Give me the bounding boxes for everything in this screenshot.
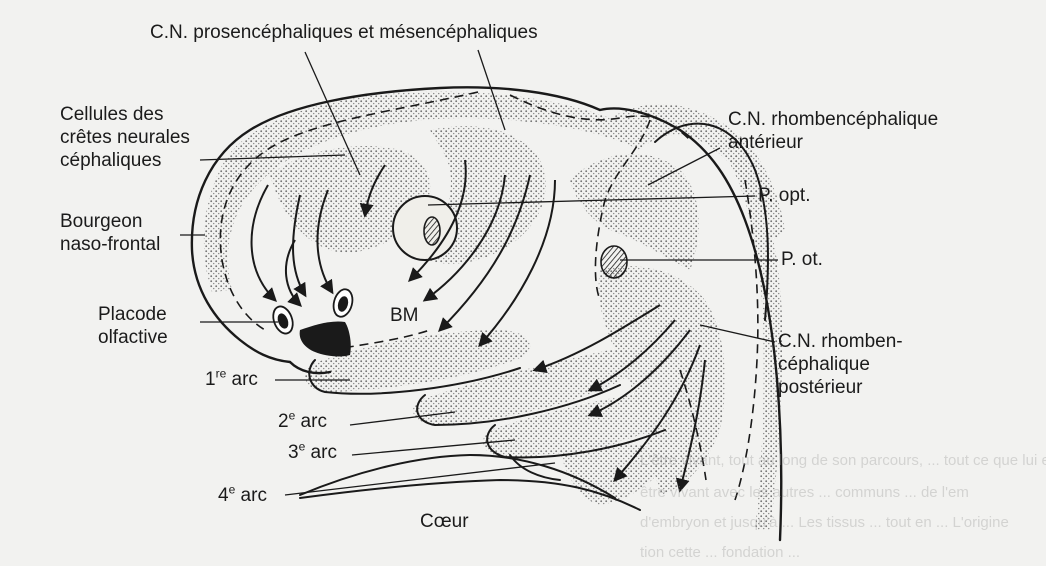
bleed-through-line-3: d'embryon et jusqu'à ... Les tissus ... … [640, 514, 1009, 531]
label-bm: BM [390, 304, 419, 327]
bleed-through-line-1: L'être vivant, tout au long de son parco… [640, 452, 1046, 469]
oral-membrane [300, 322, 351, 357]
leader-arc4 [285, 463, 555, 495]
stipple-rhomb-anterior [570, 154, 699, 270]
arc-4-word: arc [235, 485, 267, 506]
arc-2-word: arc [295, 411, 327, 432]
arrow-naso-1 [252, 185, 275, 300]
label-cn-rhomb-ant-line-2: antérieur [728, 131, 938, 154]
label-placode-line-1: Placode [98, 303, 168, 326]
optic-inner-lens [424, 217, 440, 245]
label-bourgeon: Bourgeon naso-frontal [60, 210, 160, 256]
label-cn-rhomb-post: C.N. rhomben- céphalique postérieur [778, 330, 903, 399]
label-p-ot: P. ot. [781, 248, 823, 271]
label-cellules: Cellules des crêtes neurales céphaliques [60, 103, 190, 172]
arc-3-number: 3 [288, 442, 299, 463]
optic-placode [393, 196, 457, 260]
label-arc-1: 1re arc [205, 368, 258, 391]
label-bourgeon-line-2: naso-frontal [60, 233, 160, 256]
otic-placode [601, 246, 627, 278]
label-cn-rhomb-post-line-1: C.N. rhomben- [778, 330, 903, 353]
label-placode-line-2: olfactive [98, 326, 168, 349]
label-bourgeon-line-1: Bourgeon [60, 210, 160, 233]
label-cn-rhomb-post-line-2: céphalique [778, 353, 903, 376]
arc-2-number: 2 [278, 411, 289, 432]
label-cn-pros-mes: C.N. prosencéphaliques et mésencéphaliqu… [150, 21, 538, 44]
label-arc-4: 4e arc [218, 484, 267, 507]
label-cn-rhomb-ant-line-1: C.N. rhombencéphalique [728, 108, 938, 131]
label-coeur: Cœur [420, 510, 469, 533]
label-cellules-line-3: céphaliques [60, 149, 190, 172]
bleed-through-line-4: tion cette ... fondation ... [640, 544, 800, 561]
arc-1-superscript: re [216, 367, 227, 381]
label-cn-rhomb-post-line-3: postérieur [778, 376, 903, 399]
label-cellules-line-2: crêtes neurales [60, 126, 190, 149]
label-arc-2: 2e arc [278, 410, 327, 433]
arc-1-word: arc [226, 369, 258, 390]
arc-1-number: 1 [205, 369, 216, 390]
label-arc-3: 3e arc [288, 441, 337, 464]
label-p-opt: P. opt. [758, 184, 810, 207]
arc-4-number: 4 [218, 485, 229, 506]
label-cellules-line-1: Cellules des [60, 103, 190, 126]
bleed-through-line-2: être vivant avec les autres ... communs … [640, 484, 969, 501]
arc-3-word: arc [305, 442, 337, 463]
label-placode: Placode olfactive [98, 303, 168, 349]
label-cn-rhomb-ant: C.N. rhombencéphalique antérieur [728, 108, 938, 154]
